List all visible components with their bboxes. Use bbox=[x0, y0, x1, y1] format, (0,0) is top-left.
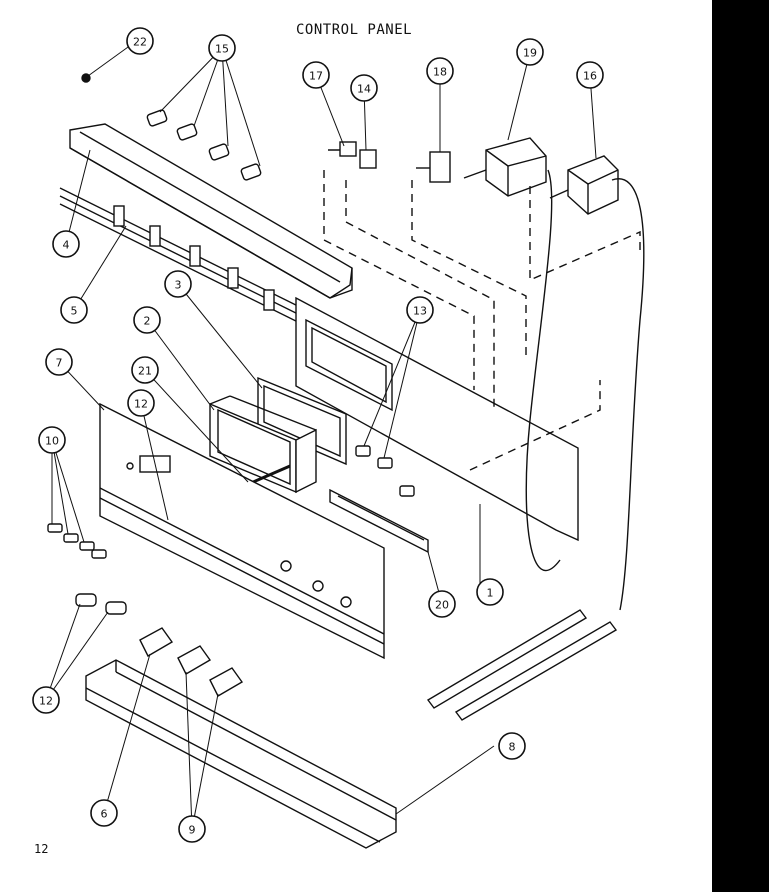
callout-10: 10 bbox=[38, 426, 66, 454]
leader-lines bbox=[45, 41, 597, 830]
screws-15 bbox=[146, 109, 262, 181]
callout-2: 2 bbox=[133, 306, 161, 334]
callout-1: 1 bbox=[476, 578, 504, 606]
callout-label-5: 5 bbox=[71, 305, 78, 318]
callout-13: 13 bbox=[406, 296, 434, 324]
screws-10 bbox=[47, 523, 107, 559]
callout-7: 7 bbox=[45, 348, 73, 376]
callout-3: 3 bbox=[164, 270, 192, 298]
bottom-rail-8 bbox=[85, 659, 397, 849]
thermostat-16 bbox=[549, 155, 619, 215]
callout-label-10: 10 bbox=[45, 435, 59, 448]
springs-12 bbox=[75, 593, 127, 615]
rods bbox=[426, 609, 618, 721]
callout-14: 14 bbox=[350, 74, 378, 102]
knobs bbox=[139, 627, 244, 697]
callout-label-2: 2 bbox=[144, 315, 151, 328]
switch-17 bbox=[328, 141, 377, 169]
callout-18: 18 bbox=[426, 57, 454, 85]
callout-label-16: 16 bbox=[583, 70, 597, 83]
callout-label-15: 15 bbox=[215, 43, 229, 56]
callout-label-3: 3 bbox=[175, 279, 182, 292]
page-edge-bar bbox=[712, 0, 769, 892]
callouts: 22 15 17 14 18 19 16 4 5 3 2 13 7 21 12 bbox=[32, 27, 604, 843]
back-panel bbox=[295, 296, 579, 542]
callout-label-9: 9 bbox=[189, 824, 196, 837]
rotary-switch-18 bbox=[416, 151, 451, 183]
callout-label-1: 1 bbox=[487, 587, 494, 600]
wire-harness bbox=[59, 187, 311, 329]
callout-6: 6 bbox=[90, 799, 118, 827]
wire-routes bbox=[323, 170, 641, 471]
callout-label-12-upper: 12 bbox=[134, 398, 148, 411]
screws-13 bbox=[355, 445, 415, 497]
callout-label-8: 8 bbox=[509, 741, 516, 754]
callout-4: 4 bbox=[52, 230, 80, 258]
display-frame-2 bbox=[209, 395, 317, 494]
callout-label-20: 20 bbox=[435, 599, 449, 612]
callout-16: 16 bbox=[576, 61, 604, 89]
callout-19: 19 bbox=[516, 38, 544, 66]
callout-label-19: 19 bbox=[523, 47, 537, 60]
callout-label-21: 21 bbox=[138, 365, 152, 378]
timer-19 bbox=[463, 137, 547, 197]
callout-label-7: 7 bbox=[56, 357, 63, 370]
diagram-title: CONTROL PANEL bbox=[296, 22, 413, 38]
callout-21: 21 bbox=[131, 356, 159, 384]
callout-5: 5 bbox=[60, 296, 88, 324]
callout-20: 20 bbox=[428, 590, 456, 618]
callout-label-18: 18 bbox=[433, 66, 447, 79]
callout-17: 17 bbox=[302, 61, 330, 89]
long-wires bbox=[525, 169, 645, 611]
callout-8: 8 bbox=[498, 732, 526, 760]
page-number: 12 bbox=[34, 842, 49, 856]
callout-label-17: 17 bbox=[309, 70, 323, 83]
callout-label-4: 4 bbox=[63, 239, 70, 252]
callout-label-14: 14 bbox=[357, 83, 371, 96]
callout-22: 22 bbox=[126, 27, 154, 55]
callout-9: 9 bbox=[178, 815, 206, 843]
callout-label-13: 13 bbox=[413, 305, 427, 318]
callout-12-lower: 12 bbox=[32, 686, 60, 714]
callout-label-12-lower: 12 bbox=[39, 695, 53, 708]
callout-label-6: 6 bbox=[101, 808, 108, 821]
callout-label-22: 22 bbox=[133, 36, 147, 49]
callout-12-upper: 12 bbox=[127, 389, 155, 417]
callout-15: 15 bbox=[208, 34, 236, 62]
top-trim-strip bbox=[69, 123, 353, 299]
